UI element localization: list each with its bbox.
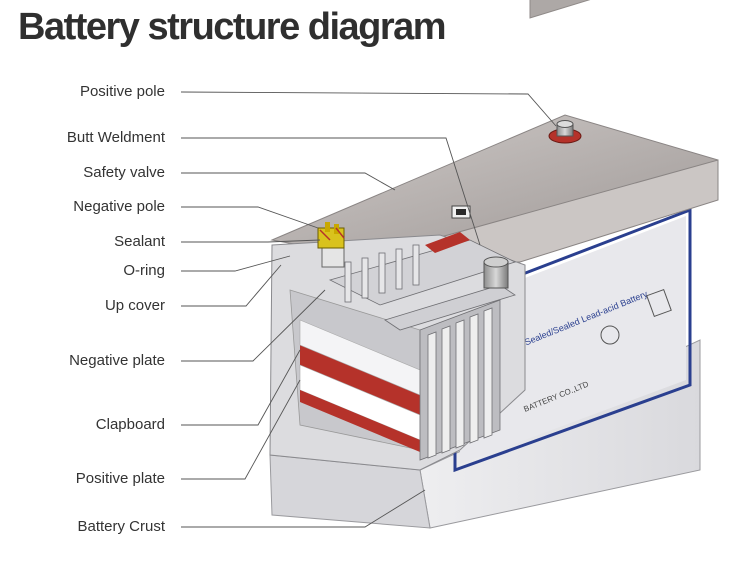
label-butt-weldment: Butt Weldment — [66, 129, 165, 146]
clapboard-separator — [300, 345, 420, 415]
plate-lugs — [328, 239, 517, 331]
pb-logo-icon — [646, 288, 672, 318]
safety-valve-icon — [451, 205, 471, 219]
leader-sealant — [181, 239, 321, 243]
page-title: Battery structure diagram — [18, 6, 447, 48]
label-safety-valve: Safety valve — [83, 164, 165, 181]
leader-negative-pole — [181, 206, 319, 229]
leader-o-ring — [181, 255, 291, 272]
brand-logo-icon — [600, 325, 620, 345]
leader-up-cover — [181, 264, 282, 307]
leader-safety-valve — [181, 172, 396, 191]
label-positive-plate: Positive plate — [75, 470, 165, 487]
negative-pole-icon — [317, 222, 345, 268]
leader-negative-plate — [181, 289, 326, 362]
label-negative-pole: Negative pole — [73, 198, 165, 215]
internal-terminal-icon — [483, 256, 509, 289]
plate-stack — [419, 299, 501, 461]
label-negative-plate: Negative plate — [69, 352, 165, 369]
leader-butt-weldment — [181, 137, 481, 246]
leader-lines — [180, 91, 557, 528]
leader-positive-plate — [181, 379, 301, 480]
label-o-ring: O-ring — [123, 262, 165, 279]
label-clapboard: Clapboard — [95, 416, 165, 433]
leader-positive-pole — [180, 91, 557, 127]
label-battery-crust: Battery Crust — [77, 518, 165, 535]
label-up-cover: Up cover — [104, 297, 165, 314]
leader-battery-crust — [181, 489, 426, 528]
leader-clapboard — [181, 349, 301, 426]
butt-weldment-bridge — [425, 232, 470, 253]
positive-pole-icon — [548, 120, 582, 144]
label-sealant: Sealant — [114, 233, 165, 250]
lid-label-area — [529, 0, 621, 19]
label-positive-pole: Positive pole — [79, 83, 165, 100]
